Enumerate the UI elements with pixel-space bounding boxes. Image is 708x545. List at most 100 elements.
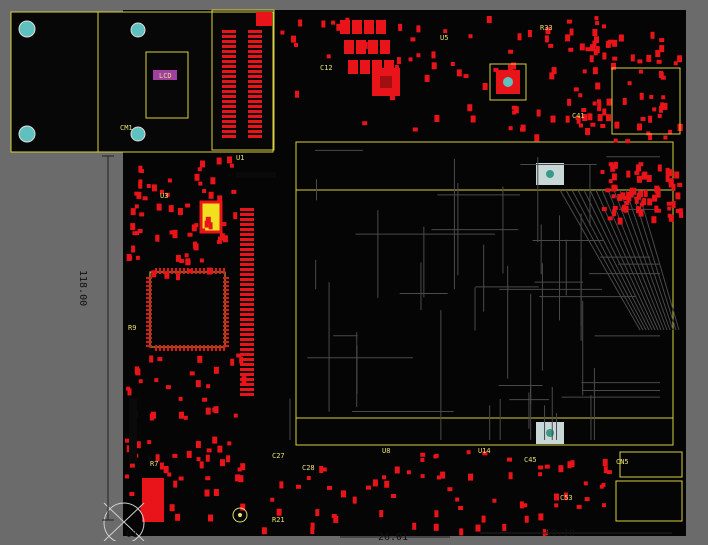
qfp-pad [163, 268, 165, 274]
smd-pad [661, 95, 666, 100]
smd-pad [600, 170, 605, 174]
smd-pad [660, 102, 665, 107]
smd-pad [412, 522, 417, 530]
smd-pad [218, 236, 223, 241]
smd-pad [565, 115, 570, 123]
smd-pad [416, 53, 421, 58]
smd-pad [212, 436, 218, 444]
smd-pad [130, 208, 136, 216]
connector-pin [222, 35, 236, 38]
smd-pad [172, 453, 178, 458]
smd-pad [213, 406, 219, 414]
smd-pad [380, 40, 390, 54]
smd-pad [511, 105, 517, 110]
smd-pad [548, 43, 554, 48]
smd-pad [459, 528, 464, 536]
smd-pad [507, 64, 513, 72]
connector-frame [236, 172, 276, 178]
smd-pad [296, 484, 301, 489]
smd-pad [600, 124, 606, 128]
smd-pad [331, 514, 337, 518]
qfp-pad [183, 268, 185, 274]
trace [613, 189, 668, 331]
smd-pad [384, 480, 390, 488]
qfp-pad [163, 345, 165, 351]
smd-pad [372, 479, 378, 487]
smd-pad [544, 35, 549, 43]
smd-pad [667, 213, 672, 218]
smd-pad [139, 169, 144, 173]
smd-pad [197, 355, 203, 363]
smd-pad [376, 20, 386, 34]
trace [607, 189, 665, 331]
qfp-pad [199, 268, 201, 274]
smd-pad [607, 216, 613, 221]
smd-pad [639, 202, 644, 207]
smd-pad [204, 220, 209, 228]
connector-pin [222, 135, 236, 138]
smd-pad [431, 51, 436, 59]
smd-pad [205, 476, 211, 481]
connector-pin [240, 263, 254, 266]
smd-pad [592, 40, 597, 48]
smd-pad [605, 40, 611, 48]
smd-pad [634, 196, 639, 204]
smd-pad [306, 476, 311, 480]
connector-pin [222, 40, 236, 43]
qfp-pad [159, 268, 161, 274]
smd-pad [612, 209, 617, 217]
smd-pad [159, 189, 164, 194]
smd-pad [187, 232, 193, 237]
smd-pad [138, 179, 143, 184]
smd-pad [410, 37, 416, 42]
connector-pin [222, 110, 236, 113]
smd-pad [583, 481, 588, 486]
mount-hole-bl [18, 125, 36, 143]
smd-pad [623, 205, 629, 213]
smd-pad [310, 522, 315, 530]
smd-pad [662, 102, 668, 110]
qfp-pad [195, 268, 197, 274]
smd-pad [666, 201, 672, 206]
smd-pad [431, 62, 437, 70]
smd-pad [356, 40, 366, 54]
connector-pin [222, 115, 236, 118]
connector-pin [248, 35, 262, 38]
smd-pad [581, 108, 587, 112]
smd-pad [578, 93, 583, 98]
smd-pad [466, 450, 471, 455]
smd-pad [492, 498, 497, 503]
connector-pin [240, 323, 254, 326]
smd-pad [665, 174, 670, 182]
smd-pad [605, 188, 611, 193]
smd-pad [678, 208, 683, 216]
smd-pad [511, 62, 517, 70]
smd-pad [159, 462, 164, 470]
smd-pad [167, 178, 172, 183]
smd-pad [352, 20, 362, 34]
smd-pad [643, 189, 648, 197]
qfp-pad [171, 268, 173, 274]
smd-pad [194, 223, 199, 228]
connector-pin [240, 233, 254, 236]
smd-pad [508, 126, 513, 131]
connector-pin [240, 293, 254, 296]
smd-pad [597, 101, 602, 109]
smd-pad [612, 205, 618, 210]
smd-pad [650, 31, 655, 39]
smd-pad [294, 43, 298, 47]
connector-pin [248, 105, 262, 108]
smd-pad [125, 474, 129, 479]
trace [559, 189, 641, 331]
smd-pad [129, 492, 135, 496]
smd-pad [175, 513, 181, 521]
qfp-pad [223, 281, 229, 283]
smd-pad [625, 139, 631, 144]
smd-pad [352, 496, 357, 504]
smd-pad [408, 57, 413, 62]
smd-pad [545, 27, 551, 35]
smd-pad [617, 217, 623, 225]
refdes-r21: R21 [272, 516, 285, 524]
smd-pad [295, 90, 299, 98]
qfp-pad [187, 268, 189, 274]
